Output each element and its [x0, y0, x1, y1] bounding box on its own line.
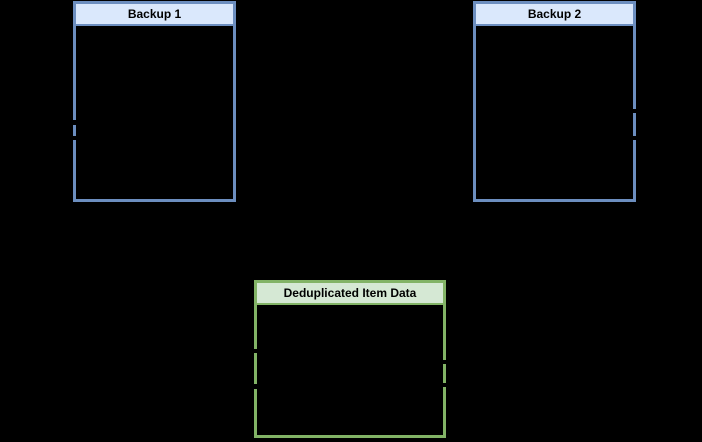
backup-2-box: Backup 2	[473, 1, 636, 202]
connector-tick	[252, 349, 260, 353]
connector-tick	[440, 383, 448, 387]
deduplicated-item-data-title: Deduplicated Item Data	[283, 286, 417, 300]
backup-1-box: Backup 1	[73, 1, 236, 202]
deduplicated-item-data-box: Deduplicated Item Data	[254, 280, 446, 438]
deduplicated-item-data-header: Deduplicated Item Data	[257, 283, 443, 305]
connector-tick	[71, 120, 79, 125]
backup-2-body	[476, 26, 633, 199]
backup-1-body	[76, 26, 233, 199]
connector-tick	[252, 384, 260, 389]
connector-tick	[440, 360, 448, 364]
backup-2-title: Backup 2	[527, 7, 582, 21]
backup-2-header: Backup 2	[476, 4, 633, 26]
connector-tick	[630, 109, 638, 113]
connector-tick	[630, 136, 638, 140]
backup-1-header: Backup 1	[76, 4, 233, 26]
connector-tick	[71, 136, 79, 140]
deduplicated-item-data-body	[257, 305, 443, 435]
backup-1-title: Backup 1	[127, 7, 182, 21]
